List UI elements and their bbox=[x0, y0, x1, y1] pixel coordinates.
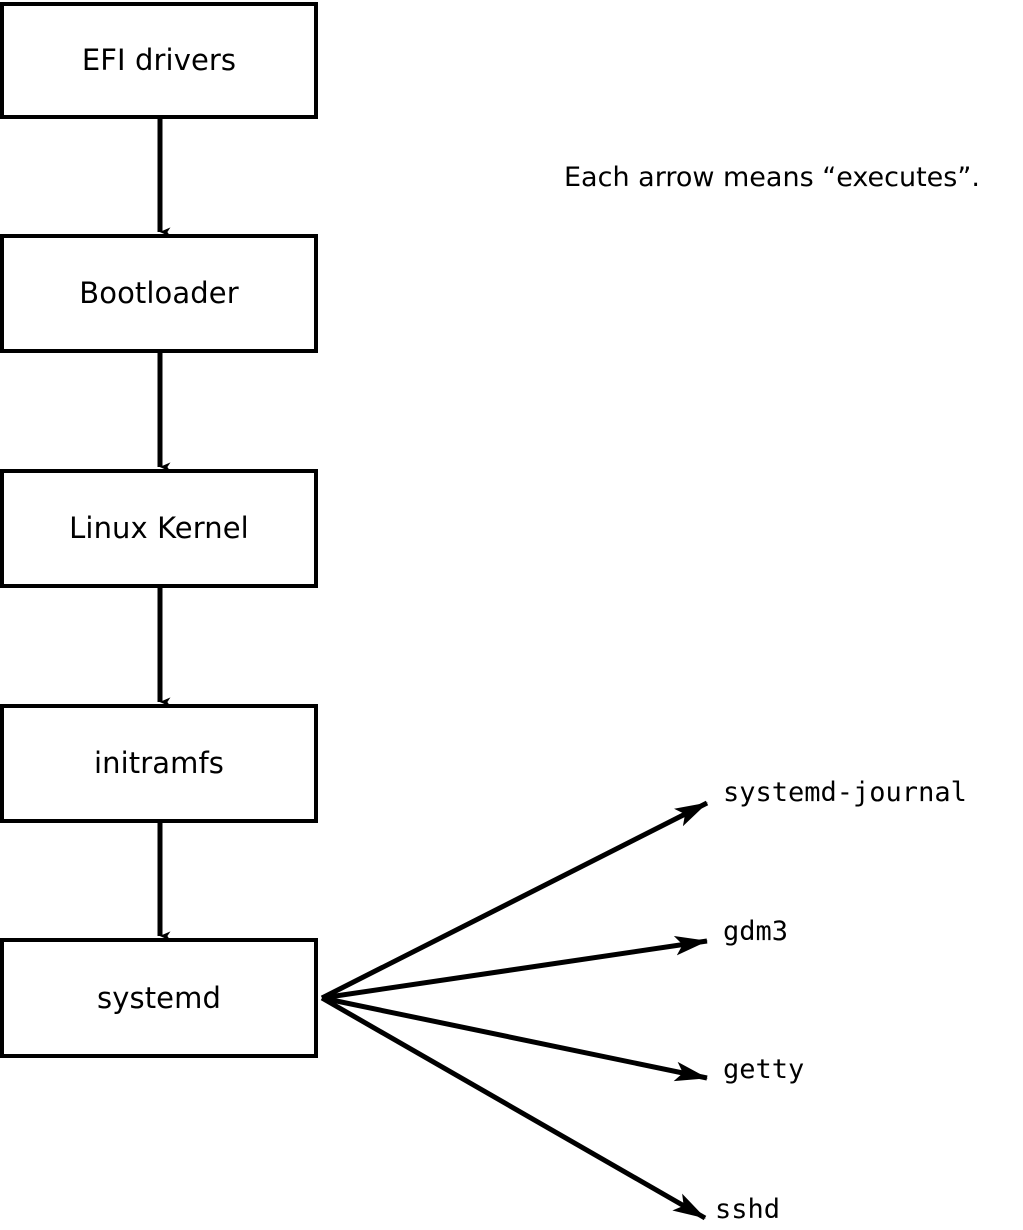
fanout-label-getty: getty bbox=[723, 1054, 805, 1085]
node-initramfs: initramfs bbox=[0, 704, 318, 823]
arrow-systemd-to-sshd bbox=[320, 995, 707, 1221]
fanout-label-systemd-journal: systemd-journal bbox=[723, 777, 967, 808]
node-linux-kernel: Linux Kernel bbox=[0, 469, 318, 588]
legend-caption: Each arrow means “executes”. bbox=[564, 162, 980, 193]
node-label-efi-drivers: EFI drivers bbox=[81, 43, 237, 77]
arrow-systemd-to-systemd-journal bbox=[320, 800, 709, 1001]
node-bootloader: Bootloader bbox=[0, 234, 318, 353]
node-label-systemd: systemd bbox=[97, 980, 221, 1015]
node-label-initramfs: initramfs bbox=[93, 746, 225, 780]
fanout-label-sshd: sshd bbox=[715, 1194, 781, 1225]
arrow-systemd-to-gdm3 bbox=[321, 935, 708, 1001]
fanout-arrow-group bbox=[320, 800, 709, 1221]
fanout-label-gdm3: gdm3 bbox=[723, 916, 789, 947]
node-efi-drivers: EFI drivers bbox=[0, 2, 318, 119]
arrow-systemd-to-getty bbox=[321, 995, 708, 1082]
node-label-linux-kernel: Linux Kernel bbox=[69, 511, 249, 545]
node-systemd: systemd bbox=[0, 938, 318, 1058]
node-label-bootloader: Bootloader bbox=[79, 276, 239, 310]
